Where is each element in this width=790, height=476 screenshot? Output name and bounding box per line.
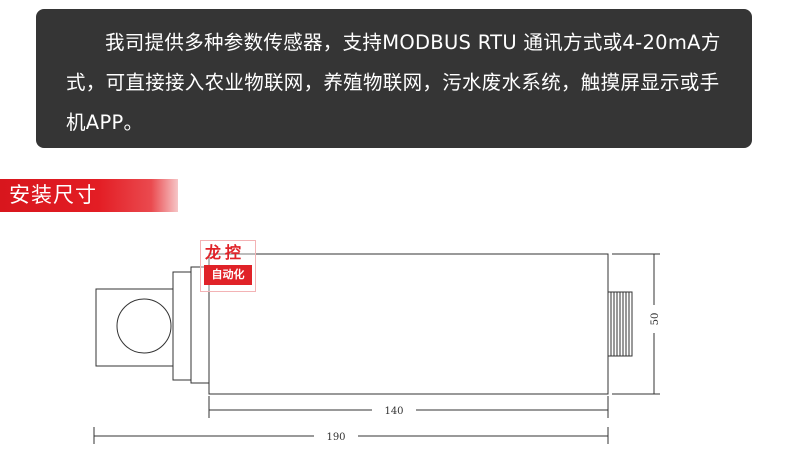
dim-140-ext [208,396,609,418]
intro-box: 我司提供多种参数传感器，支持MODBUS RTU 通讯方式或4-20mA方式，可… [36,9,752,148]
dim-50-label: 50 [650,313,661,326]
end-cap [172,271,192,381]
section-title: 安装尺寸 [9,183,97,207]
dim-50-ext [612,253,660,395]
dim-140-label: 140 [384,406,403,417]
intro-text: 我司提供多种参数传感器，支持MODBUS RTU 通讯方式或4-20mA方式，可… [66,31,721,134]
mounting-hole [116,298,172,354]
brand-watermark: 龙控 自动化 [200,240,256,292]
watermark-top: 龙控 [205,243,246,262]
section-header: 安装尺寸 [0,179,178,212]
sensor-body [208,253,609,395]
dim-190-label: 190 [326,432,345,443]
watermark-bottom: 自动化 [204,265,252,285]
thread-lines [610,292,630,356]
